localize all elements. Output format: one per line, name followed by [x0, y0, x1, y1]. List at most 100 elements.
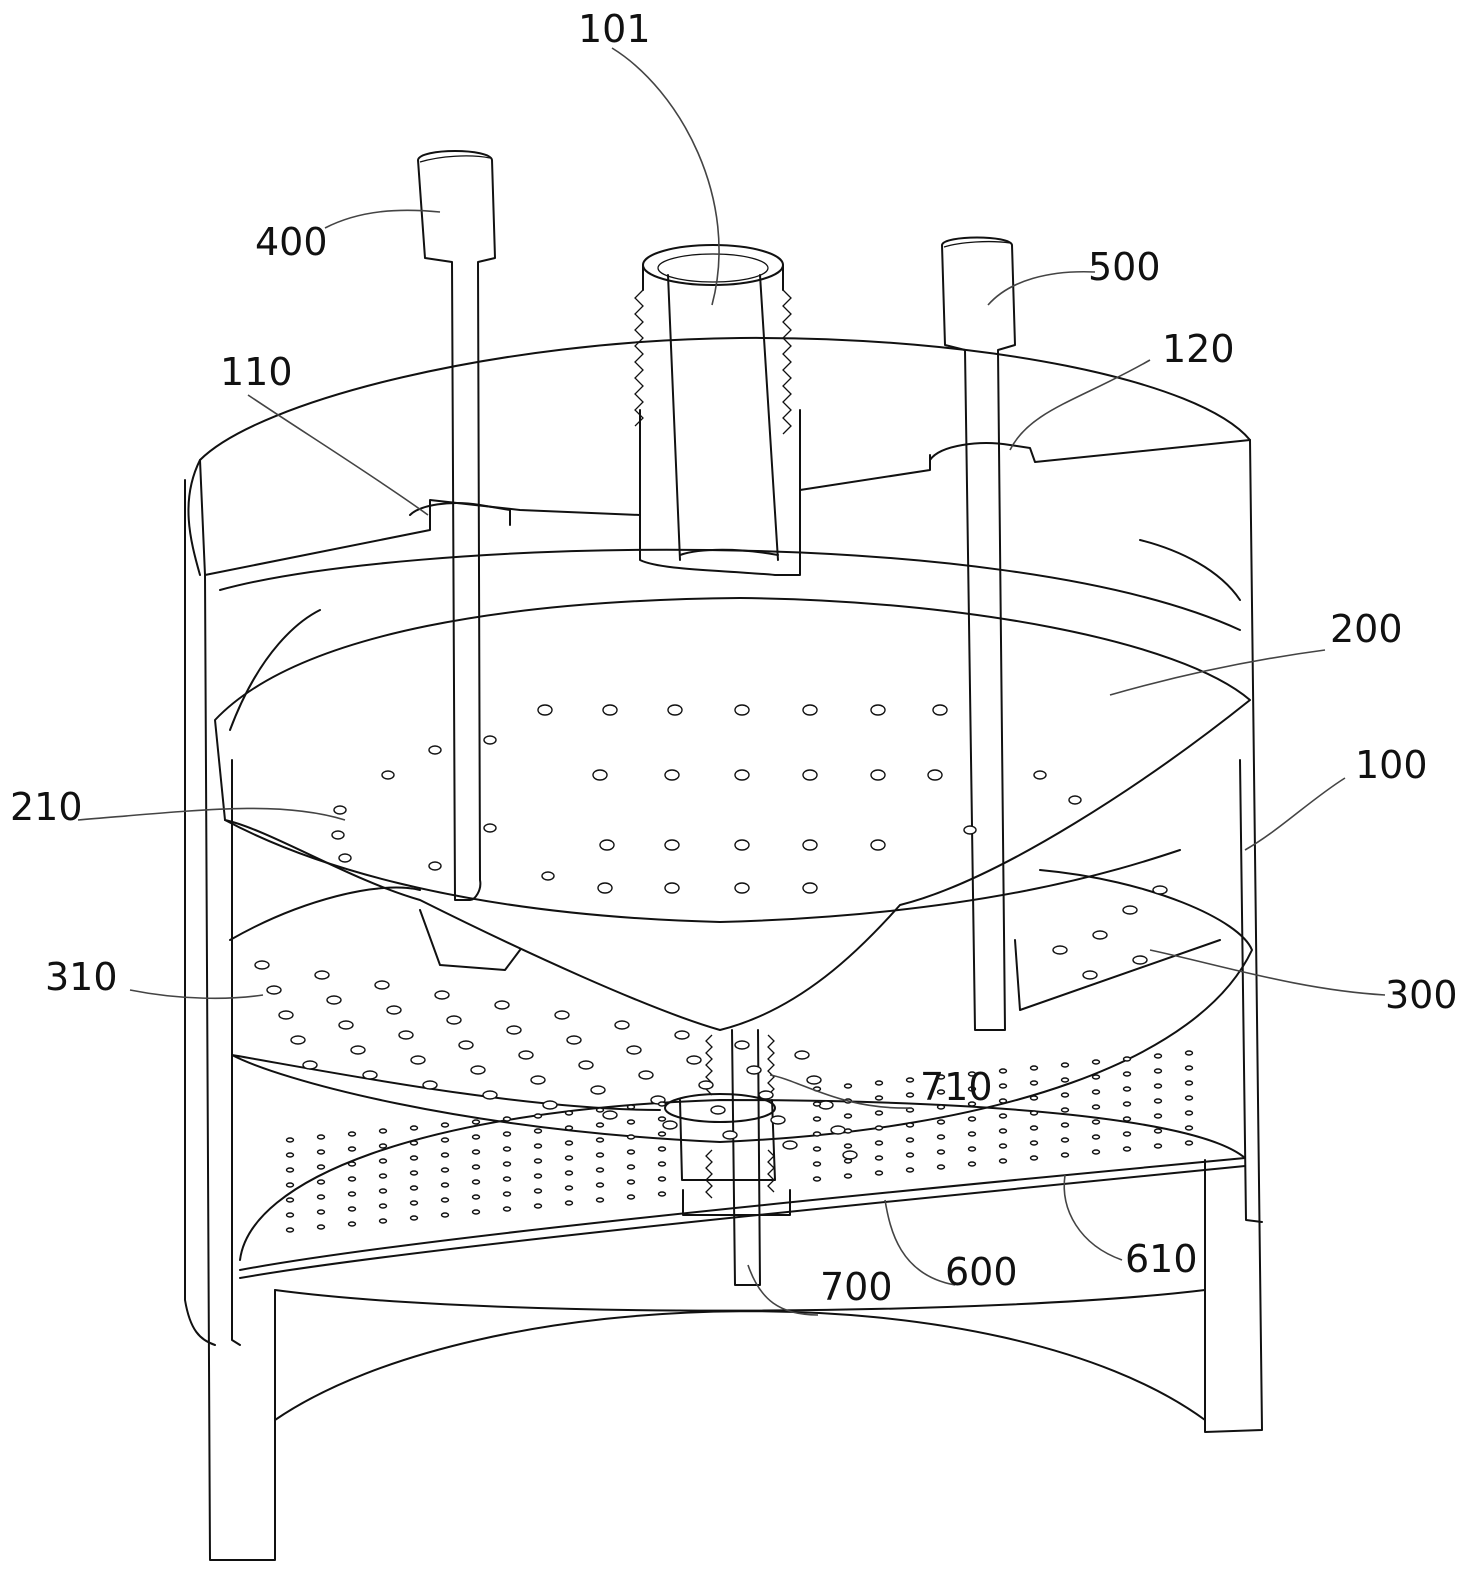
bottom-plate-hole: [626, 1134, 636, 1140]
label-700: 700: [820, 1265, 893, 1309]
bottom-plate-hole: [285, 1137, 295, 1143]
leader-210: [77, 807, 346, 821]
bottom-plate-hole: [998, 1158, 1008, 1164]
upper-plate-hole: [927, 769, 943, 781]
middle-plate-hole: [1082, 970, 1098, 980]
bottom-plate-hole: [657, 1176, 667, 1182]
reference-labels: 101 400 500 110 120 200 100 210 310 300 …: [10, 7, 1458, 1309]
middle-plate-hole: [278, 1010, 294, 1020]
bottom-plate-hole: [409, 1215, 419, 1221]
label-200: 200: [1330, 607, 1403, 651]
bottom-plate-hole: [998, 1128, 1008, 1134]
bottom-plate-hole: [378, 1128, 388, 1134]
bottom-plate-hole: [378, 1188, 388, 1194]
bottom-plate-hole: [1122, 1086, 1132, 1092]
middle-plate-hole: [830, 1125, 846, 1135]
middle-plate-hole: [446, 1015, 462, 1025]
middle-plate-hole: [1132, 955, 1148, 965]
bottom-plate-hole: [440, 1152, 450, 1158]
bottom-plate-hole: [936, 1164, 946, 1170]
label-600: 600: [945, 1250, 1018, 1294]
bottom-plate-hole: [347, 1161, 357, 1167]
bottom-plate-hole: [564, 1200, 574, 1206]
bottom-plate-hole: [564, 1185, 574, 1191]
upper-plate-hole: [802, 704, 818, 716]
middle-plate-hole: [458, 1040, 474, 1050]
middle-plate-hole: [746, 1065, 762, 1075]
bottom-plate-hole: [533, 1158, 543, 1164]
leader-101: [611, 47, 720, 306]
bottom-plate-hole: [595, 1167, 605, 1173]
bottom-plate-hole: [1153, 1128, 1163, 1134]
bottom-plate-hole: [967, 1071, 977, 1077]
bottom-plate-hole: [502, 1191, 512, 1197]
leader-600: [884, 1199, 956, 1286]
bottom-plate-hole: [1091, 1149, 1101, 1155]
middle-plate-hole: [758, 1090, 774, 1100]
bottom-plate-hole: [1091, 1119, 1101, 1125]
upper-plate-hole: [870, 704, 886, 716]
bottom-plate-hole: [409, 1125, 419, 1131]
label-100: 100: [1355, 743, 1428, 787]
middle-plate-hole: [1122, 905, 1138, 915]
bottom-plate-hole: [1091, 1089, 1101, 1095]
label-400: 400: [255, 220, 328, 264]
middle-plate-hole: [398, 1030, 414, 1040]
bottom-plate-hole: [905, 1152, 915, 1158]
middle-plate-hole: [326, 995, 342, 1005]
bottom-plate-hole: [936, 1089, 946, 1095]
bottom-plate-hole: [998, 1068, 1008, 1074]
upper-plate-hole: [664, 882, 680, 894]
middle-plate-hole: [662, 1120, 678, 1130]
bottom-plate-hole: [564, 1155, 574, 1161]
bottom-plate-hole: [471, 1179, 481, 1185]
bottom-plate-hole: [967, 1086, 977, 1092]
bottom-plate-hole: [905, 1092, 915, 1098]
bottom-plate-hole: [967, 1116, 977, 1122]
bottom-plate-hole: [285, 1182, 295, 1188]
label-110: 110: [220, 350, 293, 394]
bottom-plate-hole: [409, 1155, 419, 1161]
middle-plate-hole: [566, 1035, 582, 1045]
middle-plate-hole: [698, 1080, 714, 1090]
middle-plate-hole: [494, 1000, 510, 1010]
bottom-plate-hole: [1184, 1095, 1194, 1101]
middle-plate-hole: [422, 1080, 438, 1090]
bottom-plate-hole: [1029, 1125, 1039, 1131]
top-seats: [409, 439, 1251, 526]
bottom-plate-hole: [626, 1119, 636, 1125]
upper-plate-hole: [599, 839, 615, 851]
middle-plate-hole: [578, 1060, 594, 1070]
perforation-holes: [254, 704, 1194, 1233]
upper-plate-hole: [428, 861, 442, 871]
bottom-plate-hole: [1029, 1080, 1039, 1086]
bottom-plate-hole: [471, 1119, 481, 1125]
bottom-plate-hole: [843, 1143, 853, 1149]
upper-plate-hole: [381, 770, 395, 780]
upper-plate-hole: [963, 825, 977, 835]
bottom-plate-hole: [471, 1164, 481, 1170]
middle-plate-hole: [518, 1050, 534, 1060]
bottom-plate-hole: [1153, 1098, 1163, 1104]
bottom-plate-hole: [1153, 1143, 1163, 1149]
middle-plate-hole: [590, 1085, 606, 1095]
bottom-plate-hole: [595, 1122, 605, 1128]
bottom-plate-hole: [626, 1164, 636, 1170]
bottom-plate-hole: [1184, 1110, 1194, 1116]
bottom-plate-hole: [998, 1113, 1008, 1119]
bottom-plate-hole: [657, 1131, 667, 1137]
bottom-plate-hole: [936, 1134, 946, 1140]
label-120: 120: [1162, 327, 1235, 371]
bottom-plate-hole: [1122, 1116, 1132, 1122]
bottom-plate-hole: [626, 1149, 636, 1155]
upper-plate-hole: [333, 805, 347, 815]
middle-plate-hole: [806, 1075, 822, 1085]
bottom-plate-hole: [564, 1125, 574, 1131]
bottom-plate-hole: [564, 1140, 574, 1146]
bottom-plate-hole: [657, 1191, 667, 1197]
bottom-plate-hole: [1029, 1110, 1039, 1116]
bottom-plate-hole: [595, 1107, 605, 1113]
leader-100: [1244, 777, 1346, 851]
label-101: 101: [578, 7, 651, 51]
